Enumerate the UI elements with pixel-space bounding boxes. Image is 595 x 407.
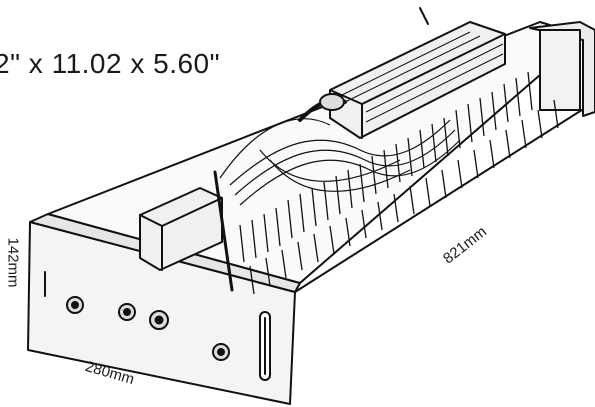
dimensions-title: 2" x 11.02 x 5.60" (0, 48, 221, 79)
top-junction-box (329, 21, 506, 139)
height-label: 142mm (4, 237, 22, 288)
rear-flange (529, 21, 595, 117)
